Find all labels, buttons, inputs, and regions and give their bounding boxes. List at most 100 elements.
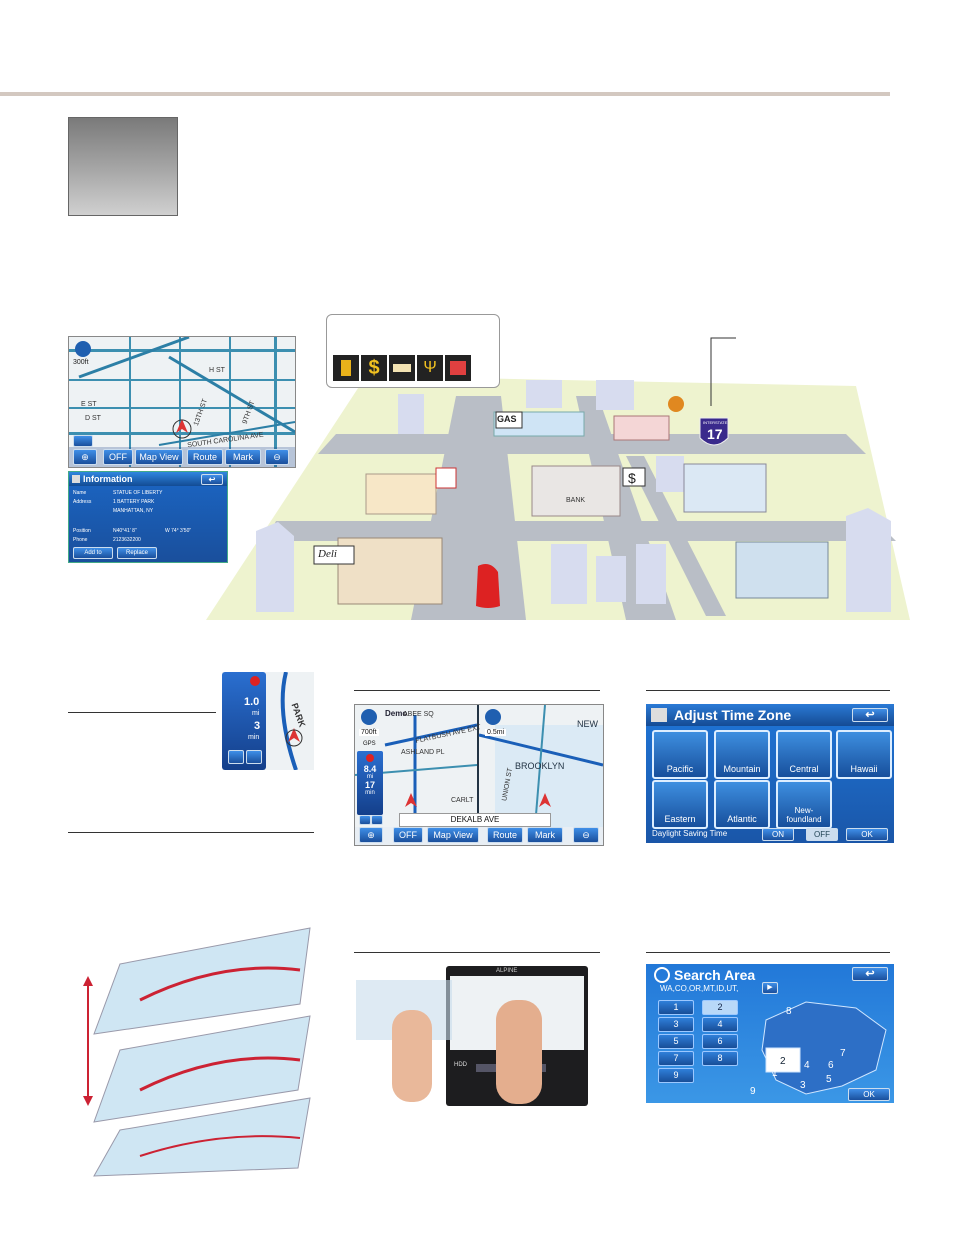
divider — [646, 952, 890, 953]
hawaii-zone-button[interactable]: Hawaii — [836, 730, 892, 779]
zoom-out-button[interactable]: ⊖ — [573, 827, 599, 843]
compass-icon[interactable] — [361, 709, 377, 725]
region-button[interactable]: 8 — [702, 1051, 738, 1066]
info-title: Information — [83, 474, 133, 484]
route-button[interactable]: Route — [187, 449, 223, 465]
demo-label: Demo — [385, 709, 408, 718]
zoom-in-button[interactable]: ⊕ — [359, 827, 383, 843]
info-value: 2123632200 — [113, 537, 141, 543]
map-view-button[interactable]: Map View — [427, 827, 479, 843]
guidance-distance: 8.4 — [363, 764, 377, 774]
info-label: Address — [73, 499, 92, 505]
central-zone-button[interactable]: Central — [776, 730, 832, 779]
map-region-number: 6 — [828, 1060, 834, 1071]
add-to-button[interactable]: Add to — [73, 547, 113, 559]
guidance-time-unit: min — [365, 790, 375, 796]
zone-label: Mountain — [723, 764, 761, 774]
map-layers — [83, 927, 311, 1177]
turn-time: 3 — [254, 720, 261, 732]
route-button[interactable]: Route — [487, 827, 523, 843]
lodging-poi-icon — [389, 355, 415, 381]
street-label: D ST — [85, 415, 101, 422]
street-label: ASHLAND PL — [401, 749, 445, 756]
gps-label: GPS — [363, 741, 376, 747]
arrow-down-icon — [83, 1096, 93, 1106]
interstate-label: INTERSTATE — [703, 420, 728, 425]
newfoundland-zone-button[interactable]: New- foundland — [776, 780, 832, 829]
dst-on-button[interactable]: ON — [762, 828, 794, 841]
info-label: Position — [73, 528, 91, 534]
map-region-number: 7 — [840, 1048, 846, 1059]
region-button[interactable]: 2 — [702, 1000, 738, 1015]
street-label: H ST — [209, 367, 225, 374]
region-button[interactable]: 9 — [658, 1068, 694, 1083]
ok-button[interactable]: OK — [848, 1088, 890, 1101]
region-button[interactable]: 6 — [702, 1034, 738, 1049]
split-screen: Demo 700ft 0.5mi GPS ABEE SQ FLATBUSH AV… — [354, 704, 604, 846]
header-rule — [0, 92, 890, 96]
back-button[interactable]: ↩ — [201, 474, 223, 485]
turn-panel-screen: 1.0 mi 3 min PARK — [222, 672, 314, 770]
search-area-screen: Search Area ↩ WA,CO,OR,MT,ID,UT, ▶ 1 2 3… — [646, 964, 894, 1103]
dst-off-button[interactable]: OFF — [806, 828, 838, 841]
region-button[interactable]: 1 — [658, 1000, 694, 1015]
guidance-panel: 8.4 mi 17 min — [357, 751, 383, 815]
turn-distance: 1.0 — [244, 696, 260, 708]
route-overview-button[interactable] — [359, 815, 371, 825]
turn-map — [280, 672, 303, 770]
shopping-poi-icon — [445, 355, 471, 381]
region-button[interactable]: 4 — [702, 1017, 738, 1032]
diagonal-roads — [78, 337, 295, 446]
replace-button[interactable]: Replace — [117, 547, 157, 559]
back-button[interactable]: ↩ — [852, 708, 888, 722]
turn-time-unit: min — [248, 734, 260, 741]
atlantic-zone-button[interactable]: Atlantic — [714, 780, 770, 829]
mark-button[interactable]: Mark — [527, 827, 563, 843]
dst-label: Daylight Saving Time — [652, 829, 728, 838]
map-scale: 300ft — [73, 359, 89, 366]
compass-icon[interactable] — [485, 709, 501, 725]
compass-icon[interactable] — [75, 341, 91, 357]
turn-list-button[interactable] — [371, 815, 383, 825]
region-button[interactable]: 5 — [658, 1034, 694, 1049]
zoom-out-button[interactable]: ⊖ — [265, 449, 289, 465]
zone-label: Eastern — [664, 814, 696, 824]
region-button[interactable]: 7 — [658, 1051, 694, 1066]
map-region-number: 5 — [826, 1074, 832, 1085]
ok-button[interactable]: OK — [846, 828, 888, 841]
back-button[interactable]: ↩ — [852, 967, 888, 981]
map-region-number: 9 — [750, 1086, 756, 1097]
bank-poi-icon: $ — [361, 355, 387, 381]
turn-list-button[interactable] — [246, 750, 262, 764]
map-region-number: 8 — [786, 1006, 792, 1017]
pacific-zone-button[interactable]: Pacific — [652, 730, 708, 779]
zoom-button[interactable] — [73, 435, 93, 447]
hdd-label: HDD — [454, 1062, 467, 1068]
divider — [354, 690, 600, 691]
play-icon[interactable]: ▶ — [762, 982, 778, 994]
zoom-in-button[interactable]: ⊕ — [73, 449, 97, 465]
restaurant-poi-icon: Ψ — [417, 355, 443, 381]
selected-states: WA,CO,OR,MT,ID,UT, — [660, 984, 739, 993]
current-street: DEKALB AVE — [399, 813, 551, 827]
mark-button[interactable]: Mark — [225, 449, 261, 465]
poi-callout: $ Ψ — [326, 314, 500, 388]
off-button[interactable]: OFF — [393, 827, 423, 843]
info-value: MANHATTAN, NY — [113, 508, 154, 514]
info-value: N40°41' 8" — [113, 528, 137, 534]
region-button[interactable]: 3 — [658, 1017, 694, 1032]
device-brand: ALPINE — [496, 968, 518, 974]
mountain-zone-button[interactable]: Mountain — [714, 730, 770, 779]
section-badge — [68, 117, 178, 216]
arrow-up-icon — [83, 976, 93, 986]
map-region-number: 4 — [804, 1060, 810, 1071]
map-view-button[interactable]: Map View — [135, 449, 183, 465]
dollar-sign: $ — [628, 470, 636, 486]
info-value: W 74° 3'50" — [165, 528, 192, 534]
hand-left — [392, 1010, 432, 1102]
street-label: CARLT — [451, 797, 474, 804]
zone-label: Atlantic — [727, 814, 757, 824]
off-button[interactable]: OFF — [103, 449, 133, 465]
route-overview-button[interactable] — [228, 750, 244, 764]
eastern-zone-button[interactable]: Eastern — [652, 780, 708, 829]
